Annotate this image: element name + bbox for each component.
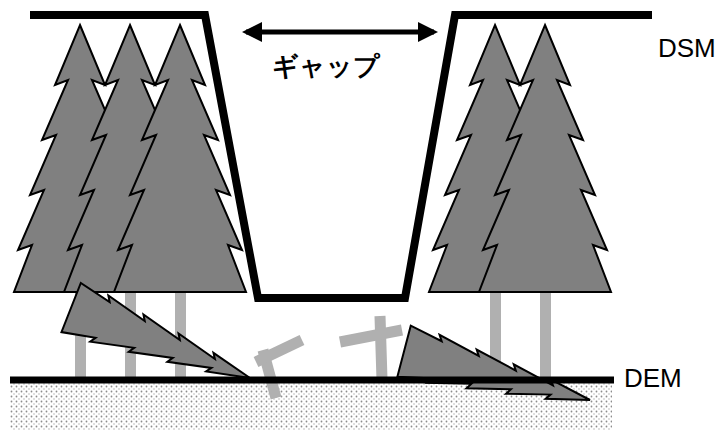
gap-width-arrow [246,30,434,35]
fallen-conifer [397,326,596,426]
snag [256,340,302,362]
dem-label: DEM [624,364,682,393]
dsm-line [30,15,652,298]
dem-line [10,377,614,384]
dsm-label-slot: DSM [658,34,716,63]
gap-label: ギャップ [272,52,380,81]
fallen-conifer [61,283,259,403]
gap-label-slot: ギャップ [272,52,380,81]
conifer [479,25,611,292]
dem-label-slot: DEM [624,364,682,393]
trunk [540,290,551,380]
fallen-trees [61,283,596,426]
dsm-label: DSM [658,34,716,63]
snag [380,316,382,380]
standing-trees [14,25,611,292]
broken-snags [256,316,402,398]
snag [340,330,402,342]
conifer [114,25,246,292]
